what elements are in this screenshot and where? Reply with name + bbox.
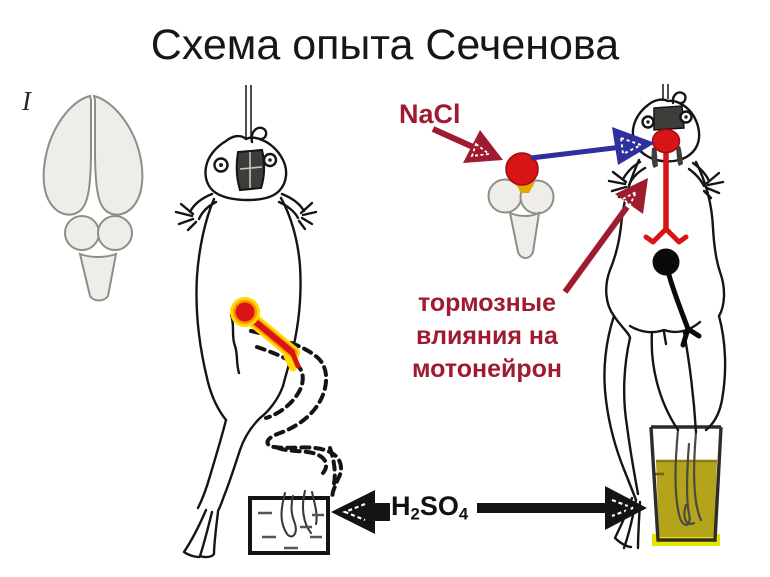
nerve-fork-red	[289, 349, 301, 369]
page-title: Схема опыта Сеченова	[150, 21, 620, 69]
transected-brain	[487, 152, 555, 259]
salt-on-brain	[651, 128, 681, 154]
left-frog-arm-right	[277, 192, 318, 231]
inhibitory-line-1: тормозные	[417, 289, 556, 317]
left-frog-snout	[250, 126, 268, 144]
nacl-arrow-shaft	[431, 126, 475, 150]
nacl-arrowhead-chevron	[470, 142, 492, 158]
brain-optic-lobe-right	[97, 215, 133, 251]
right-frog-eye-left-pupil	[646, 120, 650, 124]
motor-axon	[666, 272, 702, 348]
right-frog-arm-left	[607, 160, 647, 199]
transfer-arrow-blue	[530, 127, 655, 165]
inhibitory-line-2: влияния на	[416, 322, 558, 350]
left-frog-brain-lines	[239, 152, 263, 188]
nacl-label: NaCl	[399, 99, 461, 129]
blue-arrowhead-chevron	[619, 136, 644, 156]
blue-arrow-shaft	[530, 144, 623, 161]
h2so4-arrow-right	[477, 486, 647, 530]
h2so4-h: H	[391, 491, 411, 521]
left-frog-dashed-leg-outer	[249, 329, 344, 501]
inhibition-arrow	[562, 178, 648, 294]
right-frog-eye-right-pupil	[684, 115, 688, 119]
left-frog-dashed-leg-inner	[255, 345, 305, 420]
arrow-left-stub	[375, 503, 390, 521]
arrowhead-left	[331, 490, 375, 534]
right-frog-pelvis	[612, 314, 702, 434]
intact-brain-drawing	[42, 94, 144, 302]
right-frog-leg-left-outer	[603, 314, 638, 502]
left-frog-dashed-shank	[276, 446, 329, 475]
nacl-arrow	[431, 126, 503, 163]
medulla	[508, 211, 541, 259]
blue-arrowhead	[612, 127, 655, 165]
right-frog-leg-right-outer	[704, 314, 727, 432]
inhibition-arrow-shaft	[562, 205, 630, 294]
h2so4-label: H2SO4	[391, 491, 468, 525]
left-frog-eye-left-pupil	[219, 163, 223, 167]
right-frog-leg-left-inner	[622, 336, 640, 496]
h2so4-arrow-left	[331, 490, 390, 534]
nacl-crystal	[505, 152, 539, 186]
left-frog-arm-left	[174, 192, 218, 232]
brain-right-hemisphere	[92, 94, 144, 216]
left-frog-body-left	[195, 197, 228, 422]
feet-in-acid	[674, 428, 703, 526]
figure-numeral: I	[22, 86, 31, 116]
inhibition-arrowhead-chevron	[621, 189, 638, 207]
inhibition-arrowhead	[615, 178, 648, 214]
acid-beaker	[649, 425, 723, 546]
left-frog-eye-right-pupil	[268, 158, 272, 162]
left-frog-body-right	[279, 196, 302, 388]
arrowhead-right	[605, 486, 647, 530]
left-frog-nerve-black	[229, 313, 241, 375]
inhibitory-ending-fork	[643, 226, 689, 245]
left-frog-extended-leg	[196, 384, 285, 513]
water-dish	[248, 489, 330, 555]
inhibitory-influence-label: тормозные влияния на мотонейрон	[390, 287, 584, 386]
right-frog-body-right	[694, 160, 726, 318]
foot-in-dish	[280, 489, 318, 538]
right-frog-arm-right	[687, 161, 725, 200]
h2so4-sub4: 4	[458, 504, 469, 524]
brain-left-hemisphere	[42, 94, 92, 216]
stimulation-dot	[235, 302, 255, 322]
left-frog-dashed-toe	[328, 446, 337, 486]
h2so4-sub2: 2	[410, 504, 420, 524]
left-frog	[174, 85, 344, 559]
brain-optic-lobe-left	[64, 215, 100, 251]
right-frog-foot-outside	[613, 496, 642, 550]
water-marks	[258, 511, 324, 550]
inhibitory-line-3: мотонейрон	[411, 355, 562, 383]
arrowhead-left-chevron	[342, 502, 366, 522]
h2so4-so: SO	[419, 491, 459, 521]
arrowhead-right-chevron	[611, 498, 637, 518]
left-frog-foot	[182, 508, 220, 559]
nerve-fork-yellow	[283, 352, 297, 372]
motoneuron-dot	[652, 248, 680, 276]
brain-medulla	[78, 252, 118, 302]
right-frog-snout	[671, 91, 687, 105]
